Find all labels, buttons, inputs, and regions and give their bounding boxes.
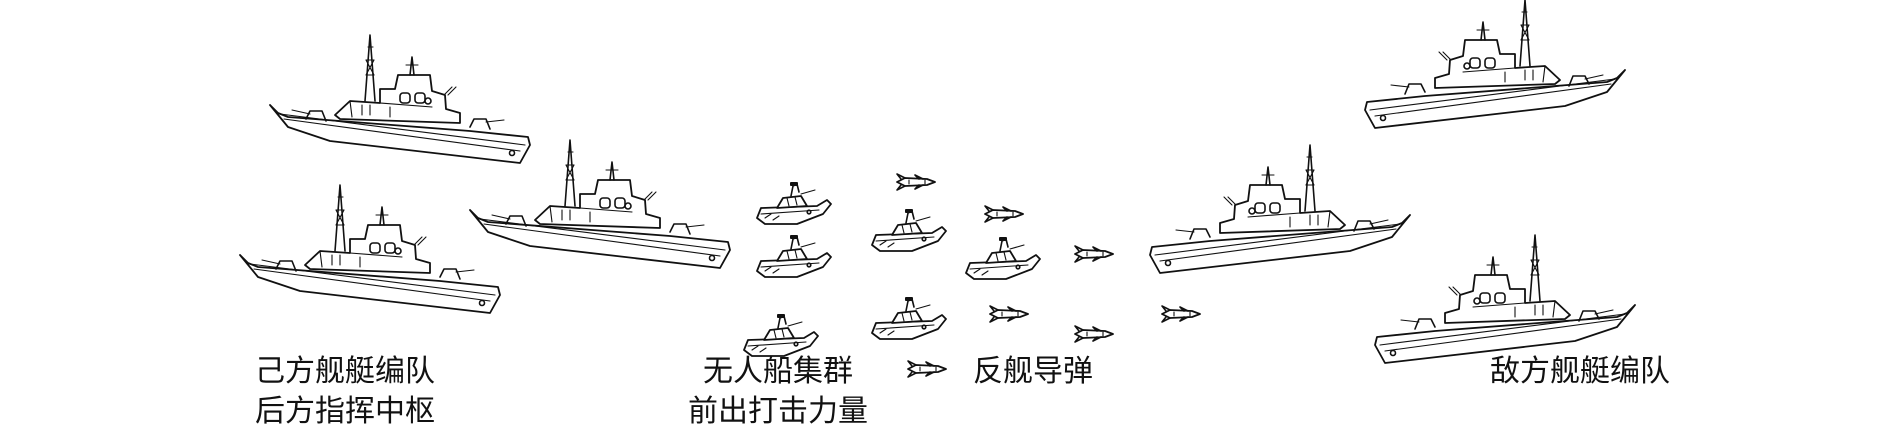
unmanned-boat-icon xyxy=(756,234,832,278)
usv-3 xyxy=(871,208,947,252)
own-fleet-label-line1: 己方舰艇编队 xyxy=(255,354,435,389)
warship-icon xyxy=(1365,0,1625,128)
missile-2 xyxy=(984,205,1024,223)
unmanned-boat-icon xyxy=(743,313,819,357)
enemy-fleet-label: 敌方舰艇编队 xyxy=(1470,352,1690,392)
anti-ship-missile-icon xyxy=(1161,305,1201,323)
anti-ship-missile-icon xyxy=(984,205,1024,223)
unmanned-boat-icon xyxy=(965,236,1041,280)
enemy-ship-3 xyxy=(1375,235,1635,363)
own-fleet-label: 己方舰艇编队 后方指挥中枢 xyxy=(230,352,460,432)
missile-1 xyxy=(896,173,936,191)
warship-icon xyxy=(239,184,501,314)
anti-ship-missile-icon xyxy=(1074,325,1114,343)
usv-swarm-label-line1: 无人船集群 xyxy=(703,354,853,389)
enemy-ship-2 xyxy=(1150,145,1410,273)
usv-4 xyxy=(965,236,1041,280)
missile-label-text: 反舰导弹 xyxy=(973,354,1093,389)
usv-swarm-label-line2: 前出打击力量 xyxy=(688,394,868,429)
warship-icon xyxy=(1150,145,1410,273)
usv-2 xyxy=(756,234,832,278)
missile-4 xyxy=(989,305,1029,323)
own-ship-1 xyxy=(269,34,531,164)
usv-1 xyxy=(756,181,832,225)
missile-label: 反舰导弹 xyxy=(958,352,1108,392)
usv-swarm-label: 无人船集群 前出打击力量 xyxy=(668,352,888,432)
anti-ship-missile-icon xyxy=(907,360,947,378)
unmanned-boat-icon xyxy=(756,181,832,225)
own-ship-2 xyxy=(239,184,501,314)
anti-ship-missile-icon xyxy=(1074,245,1114,263)
enemy-ship-1 xyxy=(1365,0,1625,128)
usv-6 xyxy=(871,296,947,340)
enemy-fleet-label-text: 敌方舰艇编队 xyxy=(1490,354,1670,389)
missile-5 xyxy=(1074,325,1114,343)
usv-5 xyxy=(743,313,819,357)
unmanned-boat-icon xyxy=(871,208,947,252)
missile-3 xyxy=(1074,245,1114,263)
anti-ship-missile-icon xyxy=(989,305,1029,323)
own-fleet-label-line2: 后方指挥中枢 xyxy=(255,394,435,429)
missile-6 xyxy=(1161,305,1201,323)
warship-icon xyxy=(269,34,531,164)
unmanned-boat-icon xyxy=(871,296,947,340)
missile-legend xyxy=(907,360,947,378)
warship-icon xyxy=(1375,235,1635,363)
anti-ship-missile-icon xyxy=(896,173,936,191)
